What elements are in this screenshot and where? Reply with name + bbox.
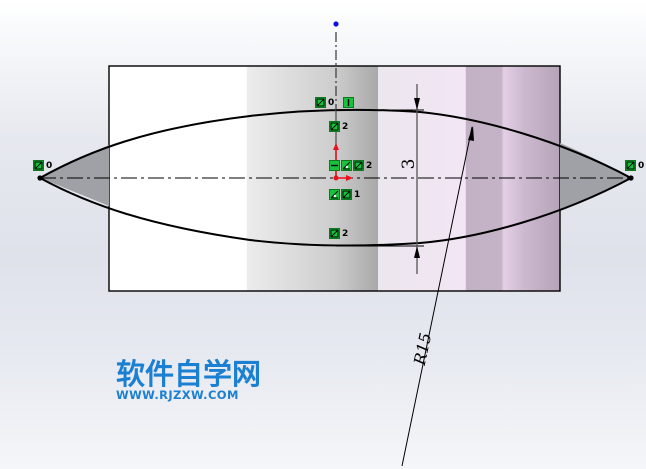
coincident-relation-icon (625, 160, 636, 171)
watermark-url: WWW.RJZXW.COM (116, 388, 239, 402)
coincident-relation-icon (341, 189, 352, 200)
coincident-relation-icon (353, 160, 364, 171)
dimension-3[interactable]: 3 (336, 84, 424, 274)
relation-top-arc[interactable]: 2 (329, 120, 348, 132)
midpoint-relation-icon (329, 189, 340, 200)
right-tip-region (560, 143, 631, 209)
left-tip-region (40, 145, 109, 206)
coincident-relation-icon (33, 160, 44, 171)
vertical-relation-icon (343, 97, 354, 108)
relation-top-coincident[interactable]: 0 (315, 96, 334, 108)
watermark: 软件自学网 WWW.RJZXW.COM (116, 358, 261, 402)
blue-sketch-point[interactable] (333, 21, 339, 27)
svg-text:R15: R15 (410, 331, 436, 368)
relation-vertical[interactable] (343, 96, 354, 108)
left-endpoint[interactable] (37, 175, 43, 181)
svg-text:3: 3 (399, 159, 419, 170)
relation-origin-lower[interactable]: 1 (329, 188, 360, 200)
coincident-relation-icon (329, 121, 340, 132)
horizontal-relation-icon (329, 160, 340, 171)
relation-origin-upper[interactable]: 2 (329, 159, 372, 171)
relation-right-endpoint[interactable]: 0 (625, 159, 644, 171)
relation-left-endpoint[interactable]: 0 (33, 159, 52, 171)
coincident-relation-icon (315, 97, 326, 108)
relation-bottom-arc[interactable]: 2 (329, 227, 348, 239)
coincident-relation-icon (329, 228, 340, 239)
watermark-title: 软件自学网 (116, 357, 262, 391)
lower-arc[interactable] (39, 177, 632, 247)
midpoint-relation-icon (341, 160, 352, 171)
upper-arc[interactable] (39, 108, 632, 179)
right-endpoint[interactable] (628, 175, 634, 181)
